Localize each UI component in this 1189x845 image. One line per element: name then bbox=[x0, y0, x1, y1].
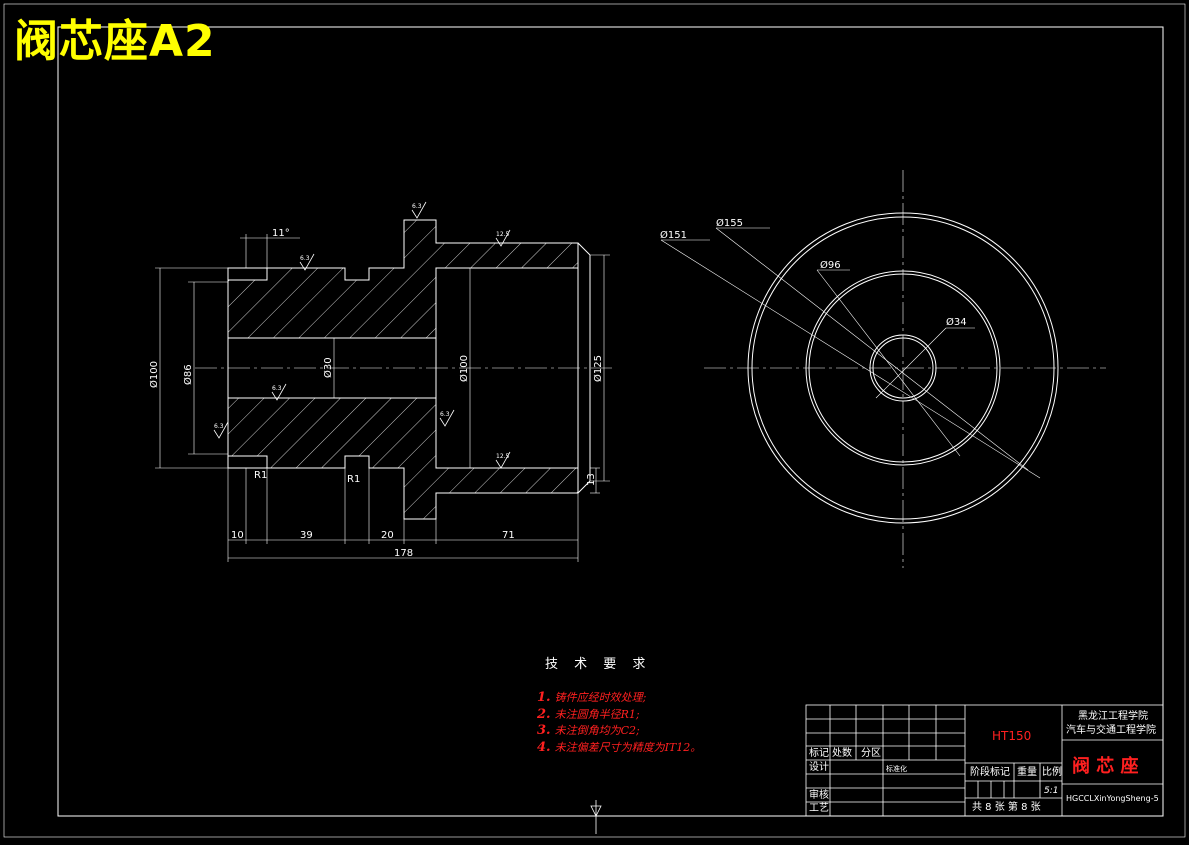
req-num-2: 2. bbox=[537, 707, 551, 722]
label-zone: 分区 bbox=[861, 748, 881, 759]
dimension-texts: Ø151 Ø155 Ø96 Ø34 11° R1 R1 10 39 20 71 … bbox=[148, 217, 967, 559]
dim-d155: Ø155 bbox=[716, 217, 743, 229]
roughness-5: 6.3 bbox=[214, 423, 224, 430]
req-num-3: 3. bbox=[537, 723, 551, 738]
material-label: HT150 bbox=[992, 729, 1032, 743]
school-name-1: 黑龙江工程学院 bbox=[1078, 711, 1148, 722]
dim-71: 71 bbox=[502, 530, 515, 541]
roughness-1: 6.3 bbox=[412, 203, 422, 210]
req-text-3: 未注倒角均为C2; bbox=[554, 724, 640, 737]
req-text-1: 铸件应经时效处理; bbox=[554, 691, 647, 704]
dim-13: 13 bbox=[586, 473, 597, 486]
drawing-number: HGCCLXinYongSheng-5 bbox=[1066, 794, 1159, 803]
dim-d30: Ø30 bbox=[322, 357, 334, 378]
dim-20: 20 bbox=[381, 530, 394, 541]
title-block bbox=[805, 704, 1164, 817]
dim-178: 178 bbox=[394, 548, 413, 559]
label-review: 审核 bbox=[809, 790, 829, 801]
req-num-1: 1. bbox=[537, 690, 551, 705]
dim-d100-left: Ø100 bbox=[148, 361, 160, 388]
roughness-2: 6.3 bbox=[300, 255, 310, 262]
roughness-7: 6.3 bbox=[440, 411, 450, 418]
label-design: 设计 bbox=[809, 762, 829, 773]
dim-d125: Ø125 bbox=[592, 355, 604, 382]
label-mark: 标记 bbox=[809, 748, 829, 759]
roughness-values: 6.3 6.3 6.3 12.5 6.3 12.5 6.3 bbox=[214, 203, 510, 460]
dim-r1-mid: R1 bbox=[347, 474, 360, 485]
dim-d100-bore: Ø100 bbox=[458, 355, 470, 382]
dim-39: 39 bbox=[300, 530, 313, 541]
tech-requirement-3: 3.未注倒角均为C2; bbox=[537, 723, 640, 739]
end-view bbox=[660, 170, 1106, 568]
dim-d34: Ø34 bbox=[946, 316, 967, 328]
section-hatch-bottom bbox=[227, 397, 579, 520]
dim-angle: 11° bbox=[272, 228, 290, 239]
tech-requirement-2: 2.未注圆角半径R1; bbox=[537, 707, 640, 723]
label-standard: 标准化 bbox=[886, 765, 907, 773]
part-name: 阀 芯 座 bbox=[1072, 756, 1139, 777]
section-view bbox=[155, 201, 612, 562]
dim-10: 10 bbox=[231, 530, 244, 541]
label-ratio: 比例 bbox=[1042, 767, 1062, 778]
req-text-4: 未注偏差尺寸为精度为IT12。 bbox=[554, 741, 702, 754]
school-name-2: 汽车与交通工程学院 bbox=[1066, 725, 1156, 736]
dim-r1-left: R1 bbox=[254, 470, 267, 481]
drawing-title: 阀芯座A2 bbox=[14, 16, 216, 67]
label-sheets: 共 8 张 第 8 张 bbox=[972, 802, 1041, 813]
inner-frame bbox=[57, 26, 1164, 817]
label-weight: 重量 bbox=[1017, 767, 1037, 778]
roughness-6: 12.5 bbox=[496, 453, 510, 460]
tech-requirements-title: 技 术 要 求 bbox=[545, 657, 652, 672]
scale-value: 5:1 bbox=[1044, 786, 1059, 796]
roughness-3: 6.3 bbox=[272, 385, 282, 392]
dim-d96: Ø96 bbox=[820, 259, 841, 271]
tech-requirement-4: 4.未注偏差尺寸为精度为IT12。 bbox=[537, 740, 701, 756]
label-count: 处数 bbox=[832, 748, 852, 759]
label-process: 工艺 bbox=[809, 803, 829, 814]
dim-d151: Ø151 bbox=[660, 229, 687, 241]
tech-requirement-1: 1.铸件应经时效处理; bbox=[537, 690, 646, 706]
roughness-4: 12.5 bbox=[496, 231, 510, 238]
dim-d86: Ø86 bbox=[182, 364, 194, 385]
req-text-2: 未注圆角半径R1; bbox=[554, 708, 640, 721]
req-num-4: 4. bbox=[537, 740, 551, 755]
label-stage-mark: 阶段标记 bbox=[970, 767, 1010, 778]
outer-frame bbox=[3, 3, 1186, 838]
